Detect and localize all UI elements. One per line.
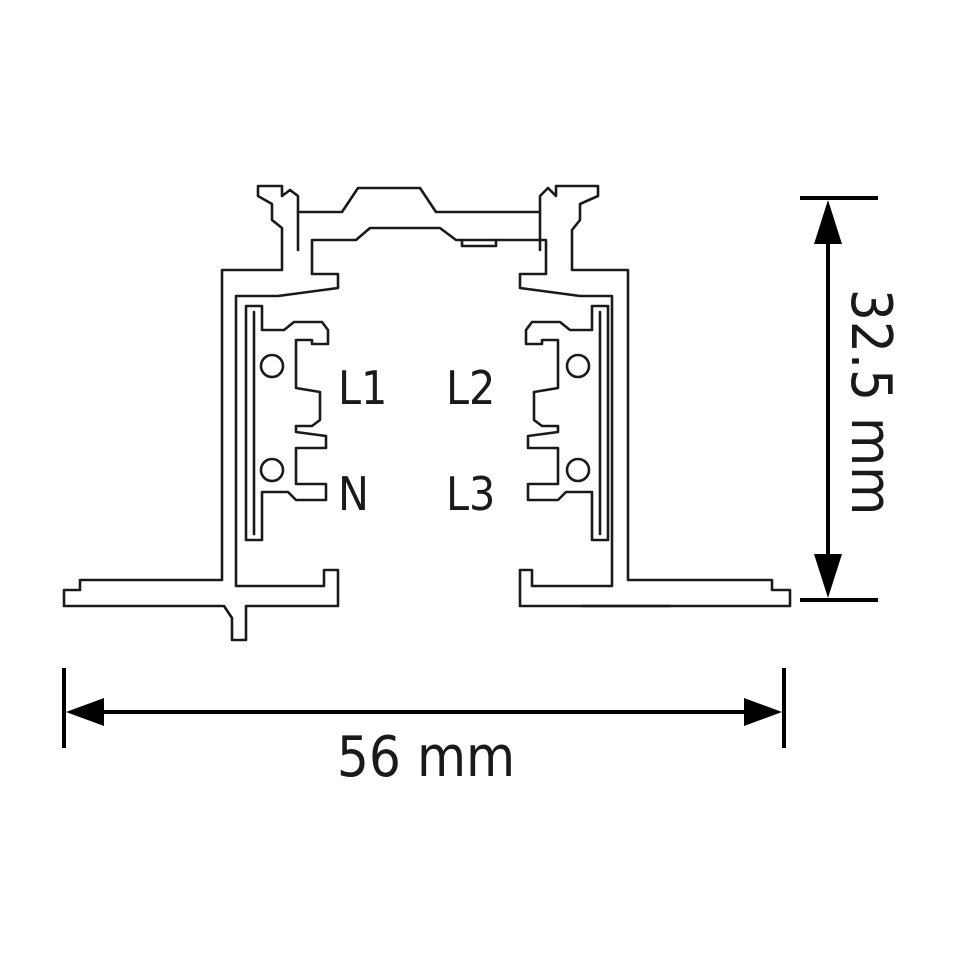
height-label: 32.5 mm xyxy=(838,289,903,515)
conductor-l2-wire xyxy=(565,353,591,379)
width-arrow-left xyxy=(66,698,104,726)
right-conductor-carrier xyxy=(524,304,610,542)
conductor-n-wire xyxy=(259,457,285,483)
height-arrow-top xyxy=(814,200,842,244)
width-dimension: 56 mm xyxy=(62,668,786,790)
profile-outer-outline xyxy=(62,184,792,642)
height-dimension: 32.5 mm xyxy=(800,196,903,602)
track-profile xyxy=(62,184,792,642)
label-l3: L3 xyxy=(446,467,495,521)
width-label: 56 mm xyxy=(337,725,515,790)
height-arrow-bottom xyxy=(814,554,842,598)
conductor-l1-wire xyxy=(259,353,285,379)
label-n: N xyxy=(338,467,369,521)
left-conductor-carrier xyxy=(244,304,330,542)
label-l2: L2 xyxy=(446,361,495,415)
conductor-l3-wire xyxy=(565,457,591,483)
width-arrow-right xyxy=(744,698,782,726)
profile-top-groove xyxy=(296,210,542,252)
label-l1: L1 xyxy=(338,361,387,415)
